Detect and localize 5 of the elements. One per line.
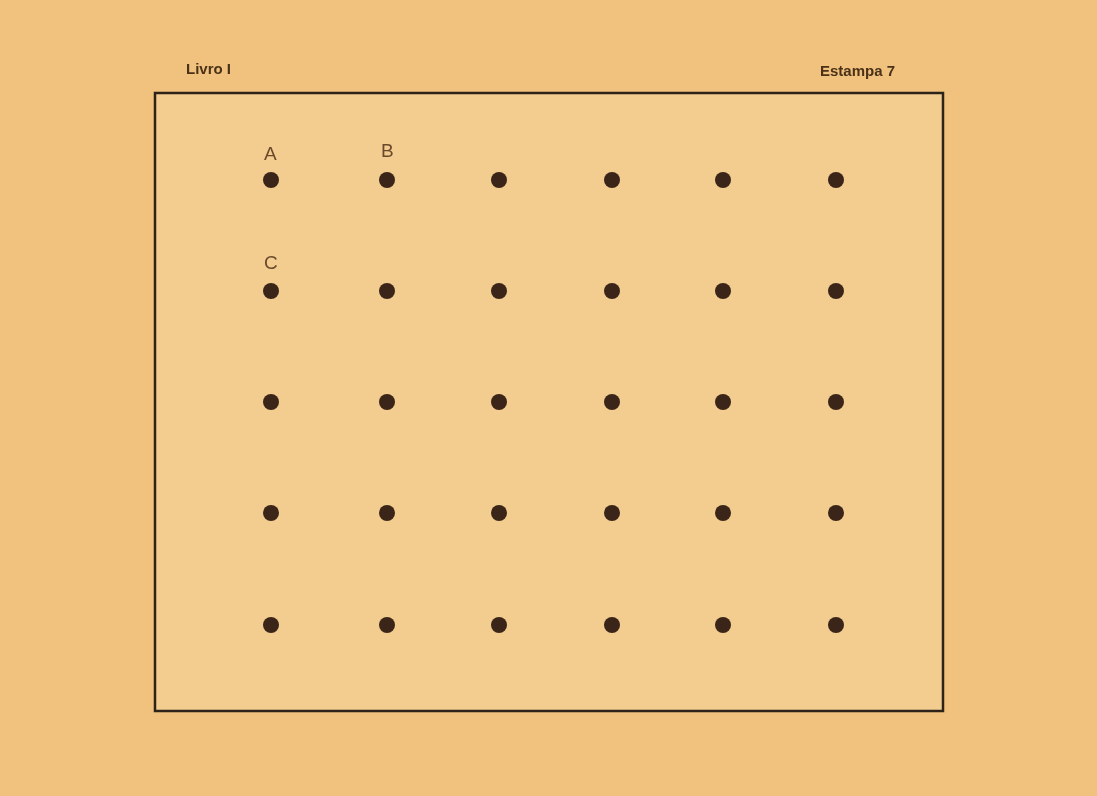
point-label: B (381, 141, 394, 160)
page-header: Livro I (186, 61, 231, 76)
point-label: A (264, 144, 277, 163)
page-header: Estampa 7 (820, 63, 896, 78)
point-label: C (264, 253, 278, 272)
